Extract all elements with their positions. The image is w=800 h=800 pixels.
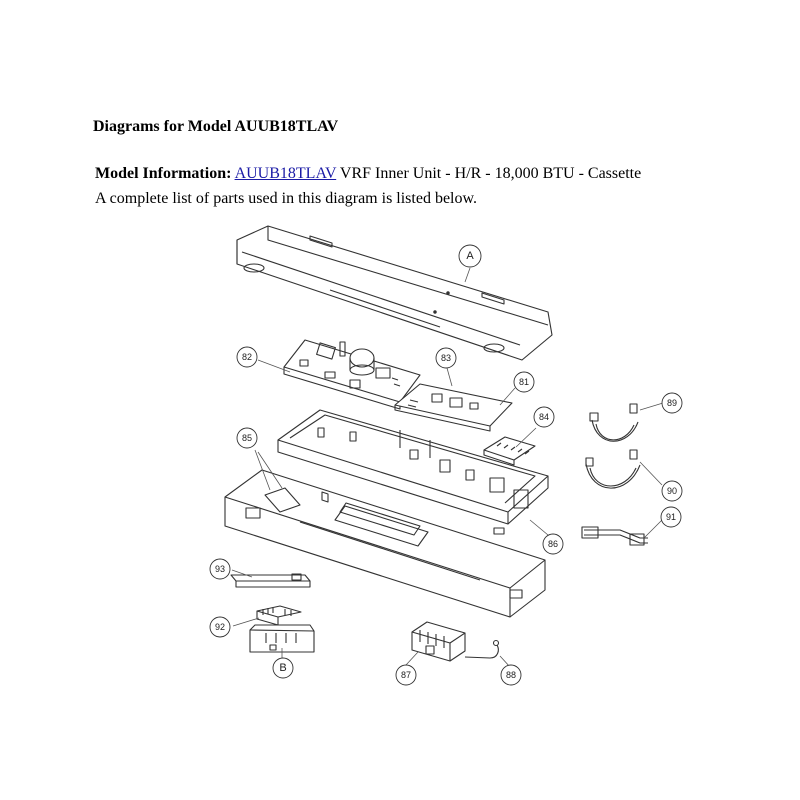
callout-a [458,244,482,268]
callout-88 [500,664,522,686]
callout-86 [542,533,564,555]
callout-92-label: 92 [215,622,225,632]
terminal-92 [256,605,302,626]
callout-85-label: 85 [242,433,252,443]
terminal-box-b [249,624,315,653]
callout-87 [395,664,417,686]
callout-90 [661,480,683,502]
callout-87-label: 87 [401,670,411,680]
cover-panel-a [236,225,553,361]
callout-84-label: 84 [539,412,549,422]
sensor-90 [585,449,641,489]
callout-86-label: 86 [548,539,558,549]
callout-83 [435,347,457,369]
cable-88 [464,639,500,659]
callout-88-label: 88 [506,670,516,680]
model-link[interactable]: AUUB18TLAV [234,165,337,182]
parts-list-note: A complete list of parts used in this di… [95,190,478,207]
callout-89-label: 89 [667,398,677,408]
callout-b-label: B [279,662,286,674]
callout-93 [209,558,231,580]
page-title: Diagrams for Model AUUB18TLAV [93,118,339,135]
callout-a-label: A [466,250,474,262]
bracket-93 [230,573,311,588]
callout-93-label: 93 [215,564,225,574]
callout-82-label: 82 [242,352,252,362]
wire-harness-91 [581,526,648,546]
callout-b [272,657,294,679]
callout-91-label: 91 [666,512,676,522]
callout-89 [661,392,683,414]
sensor-89 [589,403,639,442]
callout-84 [533,406,555,428]
callout-83-label: 83 [441,353,451,363]
leader-lines [231,267,664,668]
control-board-82 [283,339,421,410]
callout-81 [513,371,535,393]
callout-82 [236,346,258,368]
connector-block-87 [411,621,466,662]
callout-85 [236,427,258,449]
callout-90-label: 90 [667,486,677,496]
model-info-line: Model Information: AUUB18TLAV VRF Inner … [95,165,641,183]
sub-board-83 [394,383,513,432]
connector-board-84 [483,436,536,466]
model-description: VRF Inner Unit - H/R - 18,000 BTU - Cass… [339,165,642,182]
control-box-frame-86 [277,409,549,525]
callout-91 [660,506,682,528]
callout-81-label: 81 [519,377,529,387]
callout-92 [209,616,231,638]
model-info-label: Model Information: [95,165,232,182]
box-cover-85 [224,469,546,618]
